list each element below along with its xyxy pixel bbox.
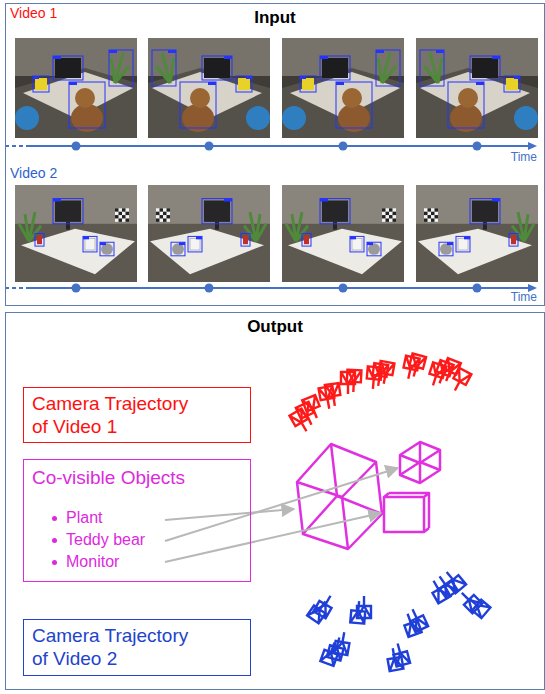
- camera-trajectory: [407, 353, 426, 378]
- camera-trajectory: [334, 631, 352, 655]
- video-frame: [15, 185, 137, 282]
- box-text: Camera Trajectory of Video 2: [32, 624, 200, 670]
- leader-line: [165, 509, 294, 520]
- panel: OutputCamera Trajectory of Video 1 Co-vis…: [5, 312, 545, 690]
- video-frames: [15, 185, 538, 282]
- camera-trajectory: [346, 370, 361, 393]
- list-item-text: Monitor: [66, 553, 119, 570]
- timeline: [5, 287, 26, 289]
- timeline: [5, 284, 537, 293]
- list-item-text: Teddy bear: [66, 531, 145, 548]
- timeline: [26, 287, 530, 289]
- camera-trajectory: [391, 642, 410, 667]
- timeline: [205, 284, 214, 293]
- list-item: Teddy bear: [52, 529, 242, 551]
- camera-trajectory: [289, 353, 471, 434]
- timeline: [339, 142, 348, 151]
- panel: Input: [5, 3, 545, 306]
- leader-line: [165, 468, 398, 562]
- camera-trajectory: [325, 383, 342, 407]
- timeline: [72, 284, 81, 293]
- axis-label: Time: [511, 291, 537, 305]
- axis-label: Time: [511, 151, 537, 165]
- leader-line: [165, 513, 381, 562]
- video-frame: [148, 38, 270, 138]
- bullet-dot: [52, 538, 57, 543]
- timeline: [528, 142, 537, 150]
- bullet-dot: [52, 560, 57, 565]
- timeline: [205, 142, 214, 151]
- list-heading: Co-visible Objects: [32, 466, 242, 489]
- camera-trajectory: [357, 596, 371, 618]
- object-box: [400, 442, 440, 483]
- camera-trajectory: [465, 593, 491, 618]
- panel-title: Output: [6, 317, 544, 337]
- camera-trajectory: [377, 361, 395, 385]
- video-frame: [148, 185, 270, 282]
- video-label: Video 1: [10, 5, 57, 21]
- object-box: [297, 442, 440, 549]
- timeline: [339, 284, 348, 293]
- video-frame: [416, 185, 538, 282]
- object-box: [384, 493, 429, 532]
- bullet-dot: [52, 516, 57, 521]
- timeline: [5, 142, 537, 151]
- timeline: [473, 284, 482, 293]
- video-frames: [15, 38, 538, 138]
- label-box: Camera Trajectory of Video 2: [23, 619, 251, 676]
- video-frame: [282, 185, 404, 282]
- object-list-box: Co-visible ObjectsPlantTeddy bearMonitor: [23, 459, 251, 582]
- video-frame: [282, 38, 404, 138]
- camera-trajectory: [441, 568, 466, 594]
- timeline: [26, 145, 530, 147]
- video-label: Video 2: [10, 165, 57, 181]
- timeline: [5, 145, 26, 147]
- list-item: Plant: [52, 507, 242, 529]
- camera-trajectory: [307, 568, 490, 672]
- video-frame: [416, 38, 538, 138]
- box-text: Camera Trajectory of Video 1: [32, 392, 200, 438]
- leader-line: [165, 468, 398, 541]
- list-item-text: Plant: [66, 509, 102, 526]
- camera-trajectory: [449, 368, 472, 394]
- panel-title: Input: [6, 8, 544, 28]
- label-box: Camera Trajectory of Video 1: [23, 387, 251, 443]
- list-item: Monitor: [52, 551, 242, 573]
- timeline: [473, 142, 482, 151]
- video-frame: [15, 38, 137, 138]
- camera-trajectory: [313, 592, 336, 618]
- timeline: [72, 142, 81, 151]
- camera-trajectory: [406, 606, 428, 632]
